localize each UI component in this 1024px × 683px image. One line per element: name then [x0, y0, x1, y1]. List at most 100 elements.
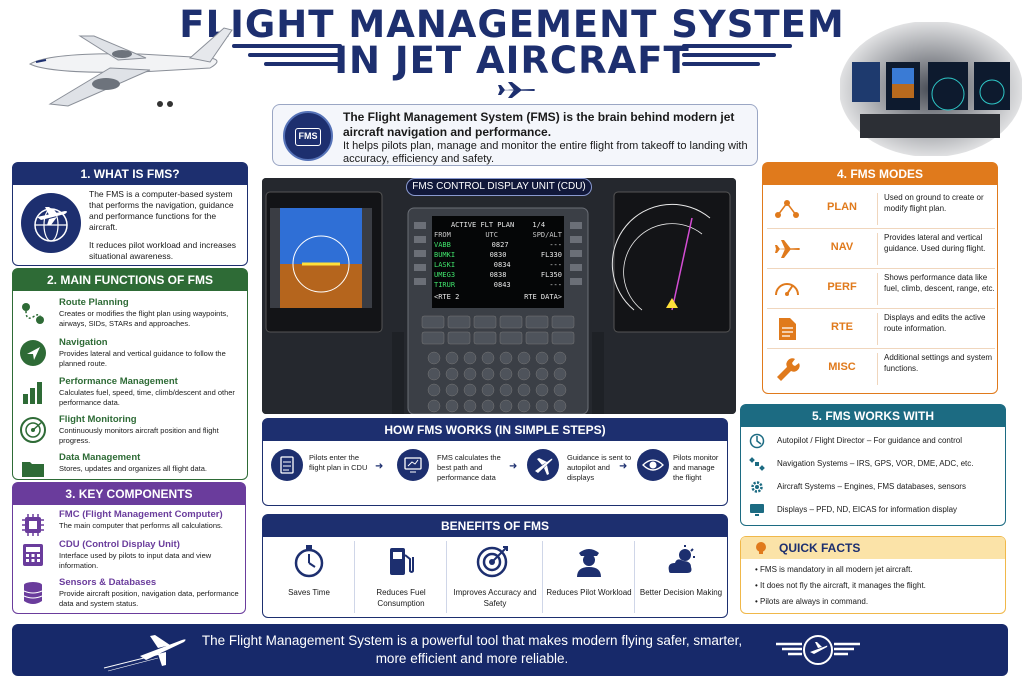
component-title: FMC (Flight Management Computer): [59, 509, 223, 520]
mode-name: MISC: [828, 361, 856, 373]
what-is-fms-header: 1. WHAT IS FMS?: [13, 163, 247, 185]
function-title: Navigation: [59, 337, 108, 348]
title-stripes-left: [232, 44, 342, 71]
quick-fact-1: • FMS is mandatory in all modern jet air…: [755, 565, 913, 574]
fms-modes-header: 4. FMS MODES: [763, 163, 997, 185]
lightbulb-icon: [756, 542, 766, 554]
mode-perf: PERF Shows performance data like fuel, c…: [767, 269, 995, 309]
mode-name: RTE: [831, 321, 853, 333]
works-with-text: Navigation Systems – IRS, GPS, VOR, DME,…: [777, 459, 974, 468]
mode-desc: Shows performance data like fuel, climb,…: [877, 273, 995, 305]
cdu-screen-page: 1/4: [532, 221, 546, 229]
works-with-navigation: Navigation Systems – IRS, GPS, VOR, DME,…: [749, 454, 1001, 474]
page-title-line2: IN JET AIRCRAFT: [334, 39, 690, 82]
how-fms-works-header: HOW FMS WORKS (IN SIMPLE STEPS): [263, 419, 727, 441]
cockpit-photo: [840, 22, 1022, 156]
weather-icon: [668, 545, 695, 573]
mode-desc: Displays and edits the active route info…: [877, 313, 995, 345]
function-title: Flight Monitoring: [59, 414, 137, 425]
gauge-icon: [775, 283, 799, 296]
benefits-header: BENEFITS OF FMS: [263, 515, 727, 537]
benefit-text: Saves Time: [288, 588, 330, 597]
target-icon: [476, 546, 508, 578]
mode-desc: Additional settings and system functions…: [877, 353, 995, 385]
quick-fact-text: It does not fly the aircraft, it manages…: [760, 581, 926, 590]
component-title: CDU (Control Display Unit): [59, 539, 180, 550]
cdu-bottom-left[interactable]: <RTE 2: [434, 293, 460, 301]
cdu-label: FMS CONTROL DISPLAY UNIT (CDU): [406, 178, 592, 196]
cdu-cockpit-image: ACTIVE FLT PLAN 1/4 FROM UTC SPD/ALT VAB…: [262, 178, 736, 414]
mode-nav: NAV Provides lateral and vertical guidan…: [767, 229, 995, 269]
monitor-icon: [397, 449, 429, 481]
cdu-cell: 0843: [493, 281, 511, 289]
intro-box: FMS The Flight Management System (FMS) i…: [272, 104, 758, 166]
cdu-cell: BUMKI: [434, 251, 456, 259]
pilot-icon: [577, 549, 601, 577]
airliner-illustration: [28, 27, 233, 107]
works-with-text: Displays – PFD, ND, EICAS for informatio…: [777, 505, 958, 514]
quick-fact-3: • Pilots are always in command.: [755, 597, 869, 606]
cdu-cell: TIRUR: [434, 281, 456, 289]
what-is-fms-panel: 1. WHAT IS FMS? The FMS is a computer-ba…: [12, 162, 248, 266]
cdu-cell: 0830: [489, 251, 507, 259]
fms-chip-label: FMS: [295, 128, 321, 146]
cdu-cell: VABB: [434, 241, 451, 249]
cdu-row: BUMKI 0830 FL330: [434, 250, 562, 260]
navigation-arrow-icon: [20, 340, 46, 366]
cdu-cell: 0834: [493, 261, 511, 269]
cdu-cell: ---: [549, 261, 562, 269]
function-title: Route Planning: [59, 297, 129, 308]
cdu-bottom-right[interactable]: RTE DATA>: [524, 293, 562, 301]
step-arrow-icon: ➜: [375, 461, 384, 472]
cdu-cell: LASKI: [434, 261, 456, 269]
airplane-icon: [527, 449, 559, 481]
quick-fact-2: • It does not fly the aircraft, it manag…: [755, 581, 926, 590]
function-desc: Stores, updates and organizes all flight…: [59, 464, 208, 473]
how-step-1: Pilots enter the flight plan in CDU: [309, 453, 368, 472]
cdu-columns: FROM UTC SPD/ALT: [434, 230, 562, 240]
cdu-screen-title-row: ACTIVE FLT PLAN 1/4: [434, 220, 562, 230]
function-desc: Calculates fuel, speed, time, climb/desc…: [59, 388, 235, 407]
what-is-fms-text-2: It reduces pilot workload and increases …: [89, 240, 236, 261]
mode-name: PLAN: [827, 201, 857, 213]
main-functions-panel: 2. MAIN FUNCTIONS OF FMS Route Planning …: [12, 268, 248, 480]
component-desc: Interface used by pilots to input data a…: [59, 551, 212, 570]
mode-desc: Used on ground to create or modify fligh…: [877, 193, 995, 225]
key-components-panel: 3. KEY COMPONENTS FMC (Flight Management…: [12, 482, 246, 614]
display-icon: [750, 504, 764, 516]
works-with-text: Autopilot / Flight Director – For guidan…: [777, 436, 962, 445]
cdu-bottom-row: <RTE 2 RTE DATA>: [434, 292, 562, 302]
cdu-col-from: FROM: [434, 231, 451, 239]
benefits-panel: BENEFITS OF FMS Saves Time Reduces Fuel …: [262, 514, 728, 618]
fms-modes-panel: 4. FMS MODES PLAN Used on ground to crea…: [762, 162, 998, 394]
works-with-header: 5. FMS WORKS WITH: [741, 405, 1005, 427]
autopilot-icon: [749, 433, 765, 449]
cdu-cell: FL330: [540, 251, 562, 259]
intro-text: It helps pilots plan, manage and monitor…: [343, 140, 748, 165]
satellite-icon: [749, 457, 765, 471]
stopwatch-icon: [294, 545, 324, 578]
benefit-reduces-workload: Reduces Pilot Workload: [543, 541, 635, 613]
fms-chip-icon: FMS: [283, 111, 333, 161]
cdu-col-spd: SPD/ALT: [532, 231, 562, 239]
how-step-4: Pilots monitor and manage the flight: [673, 453, 719, 482]
benefit-text: Better Decision Making: [639, 588, 723, 597]
benefit-text: Reduces Fuel Consumption: [376, 588, 426, 608]
aviation-wings-icon: [776, 635, 860, 665]
footer-banner: The Flight Management System is a powerf…: [12, 624, 1008, 676]
quick-fact-text: Pilots are always in command.: [760, 597, 869, 606]
benefit-saves-time: Saves Time: [263, 541, 355, 613]
step-arrow-icon: ➜: [619, 461, 628, 472]
mode-desc: Provides lateral and vertical guidance. …: [877, 233, 995, 265]
cdu-cell: UMEG3: [434, 271, 456, 279]
function-desc: Provides lateral and vertical guidance t…: [59, 349, 226, 368]
eye-icon: [637, 449, 669, 481]
component-desc: The main computer that performs all calc…: [59, 521, 223, 530]
wrench-icon: [777, 358, 800, 381]
cdu-cell: 0838: [489, 271, 507, 279]
component-desc: Provide aircraft position, navigation da…: [59, 589, 239, 608]
